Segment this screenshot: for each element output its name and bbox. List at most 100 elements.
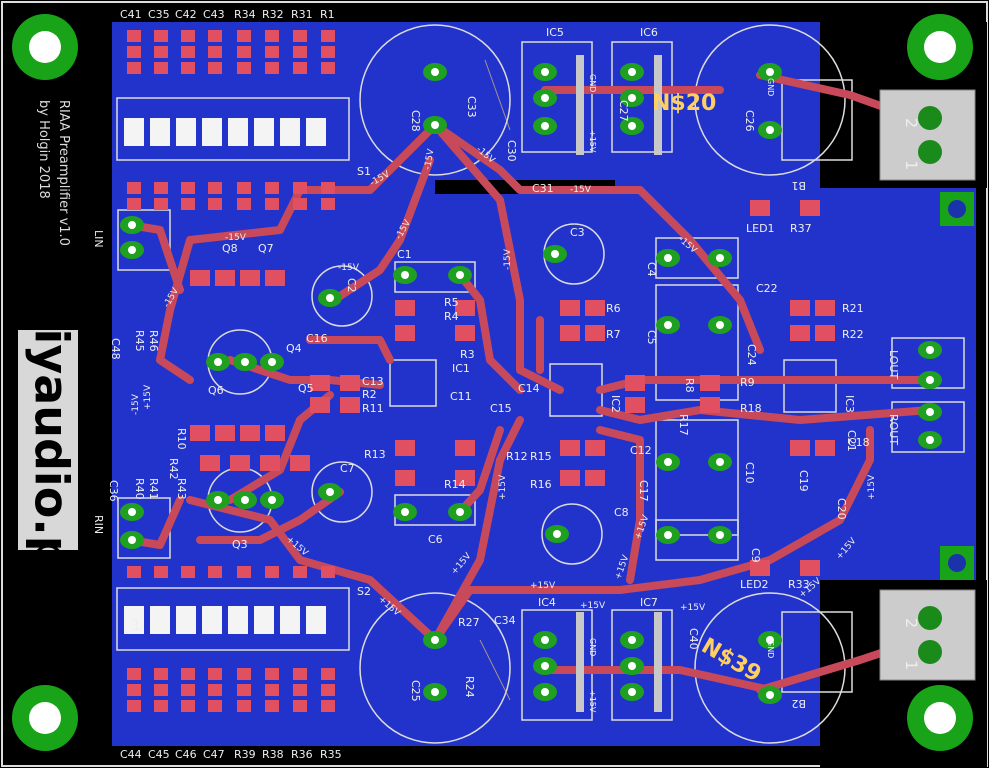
- bottom-cap-label: C44: [120, 748, 142, 761]
- pin-marking: GND: [766, 640, 775, 658]
- net-voltage-label: -15V: [423, 147, 437, 170]
- smd-pad: [321, 182, 335, 194]
- smd-pad: [455, 325, 475, 341]
- drill-hole: [716, 531, 724, 539]
- smd-pad: [208, 668, 222, 680]
- smd-pad: [154, 566, 168, 578]
- smd-pad: [790, 325, 810, 341]
- smd-pad: [560, 470, 580, 486]
- component-label-r9: R9: [740, 376, 755, 389]
- component-label-c21: C21: [845, 430, 858, 452]
- smd-pads: [127, 30, 835, 712]
- smd-pad: [321, 62, 335, 74]
- drill-hole: [541, 636, 549, 644]
- pin-marking: GND: [766, 78, 775, 96]
- drill-hole: [541, 688, 549, 696]
- drill-hole: [401, 508, 409, 516]
- component-label-r18: R18: [740, 402, 762, 415]
- diyaudio-logo: diyaudio.pl: [18, 296, 79, 584]
- smd-pad: [265, 182, 279, 194]
- drill-hole: [716, 321, 724, 329]
- smd-pad: [790, 300, 810, 316]
- smd-pad: [237, 30, 251, 42]
- smd-pad: [310, 375, 330, 391]
- smd-pad: [265, 198, 279, 210]
- component-label-r24: R24: [463, 676, 476, 698]
- smd-pad: [208, 30, 222, 42]
- smd-pad: [321, 700, 335, 712]
- component-label-c7: C7: [340, 462, 355, 475]
- drill-hole: [628, 688, 636, 696]
- component-label-q4: Q4: [286, 342, 302, 355]
- component-label-q6: Q6: [208, 384, 224, 397]
- component-label-c11: C11: [450, 390, 472, 403]
- connector-lout-label: LOUT: [887, 350, 900, 379]
- drill-hole: [431, 68, 439, 76]
- smd-pad: [127, 198, 141, 210]
- top-cap-label: C35: [148, 8, 170, 21]
- smd-pad: [293, 62, 307, 74]
- smd-pad: [230, 455, 250, 471]
- drill-hole: [628, 68, 636, 76]
- smd-pad: [154, 62, 168, 74]
- component-label-r27: R27: [458, 616, 480, 629]
- smd-pad: [237, 46, 251, 58]
- smd-pad: [310, 397, 330, 413]
- drill-hole: [541, 94, 549, 102]
- smd-pad: [293, 198, 307, 210]
- drill-hole: [431, 121, 439, 129]
- component-label-r12: R12: [506, 450, 528, 463]
- drill-hole: [926, 346, 934, 354]
- smd-pad: [237, 198, 251, 210]
- component-label-c3: C3: [570, 226, 585, 239]
- component-label-c12: C12: [630, 444, 652, 457]
- smd-pad: [240, 425, 260, 441]
- net-voltage-label: -15V: [131, 393, 141, 415]
- terminal-pin2-label: 2: [902, 618, 921, 628]
- component-label-q8: Q8: [222, 242, 238, 255]
- component-label-b2: B2: [791, 697, 806, 710]
- smd-pad: [181, 30, 195, 42]
- bottom-cap-label: R39: [234, 748, 256, 761]
- component-label-r14: R14: [444, 478, 466, 491]
- smd-pad: [215, 425, 235, 441]
- drill-hole: [456, 271, 464, 279]
- drill-hole: [214, 496, 222, 504]
- smd-pad: [208, 182, 222, 194]
- component-label-c48: C48: [109, 338, 122, 360]
- smd-pad: [265, 46, 279, 58]
- component-label-c6: C6: [428, 533, 443, 546]
- smd-pad: [237, 566, 251, 578]
- component-label-ic3: IC3: [843, 395, 856, 413]
- component-label-r7: R7: [606, 328, 621, 341]
- drill-hole: [214, 358, 222, 366]
- component-label-r41: R41: [147, 478, 160, 500]
- connector-rin-label: RIN: [92, 515, 105, 534]
- smd-pad: [154, 46, 168, 58]
- component-label-r5: R5: [444, 296, 459, 309]
- component-label-r43: R43: [175, 478, 188, 500]
- component-label-led2: LED2: [740, 578, 769, 591]
- drill-hole: [926, 436, 934, 444]
- component-label-c34: C34: [494, 614, 516, 627]
- smd-pad: [293, 668, 307, 680]
- net-voltage-label: -15V: [570, 185, 592, 195]
- component-label-led1: LED1: [746, 222, 775, 235]
- component-label-c9: C9: [749, 548, 762, 563]
- board-title-1: RIAA Preamplifier v1.0: [56, 100, 71, 246]
- smd-pad: [127, 684, 141, 696]
- component-label-r2: R2: [362, 388, 377, 401]
- drill-hole: [664, 254, 672, 262]
- bottom-cap-label: C47: [203, 748, 225, 761]
- component-label-r33: R33: [788, 578, 810, 591]
- switch-pin1-label: 1: [132, 618, 141, 634]
- component-label-c16: C16: [306, 332, 328, 345]
- smd-pad: [700, 397, 720, 413]
- net-voltage-label: +15V: [867, 474, 877, 500]
- drill-hole: [628, 94, 636, 102]
- smd-pad: [395, 440, 415, 456]
- component-label-r37: R37: [790, 222, 812, 235]
- drill-hole: [926, 408, 934, 416]
- drill-hole: [128, 536, 136, 544]
- drill-hole: [268, 496, 276, 504]
